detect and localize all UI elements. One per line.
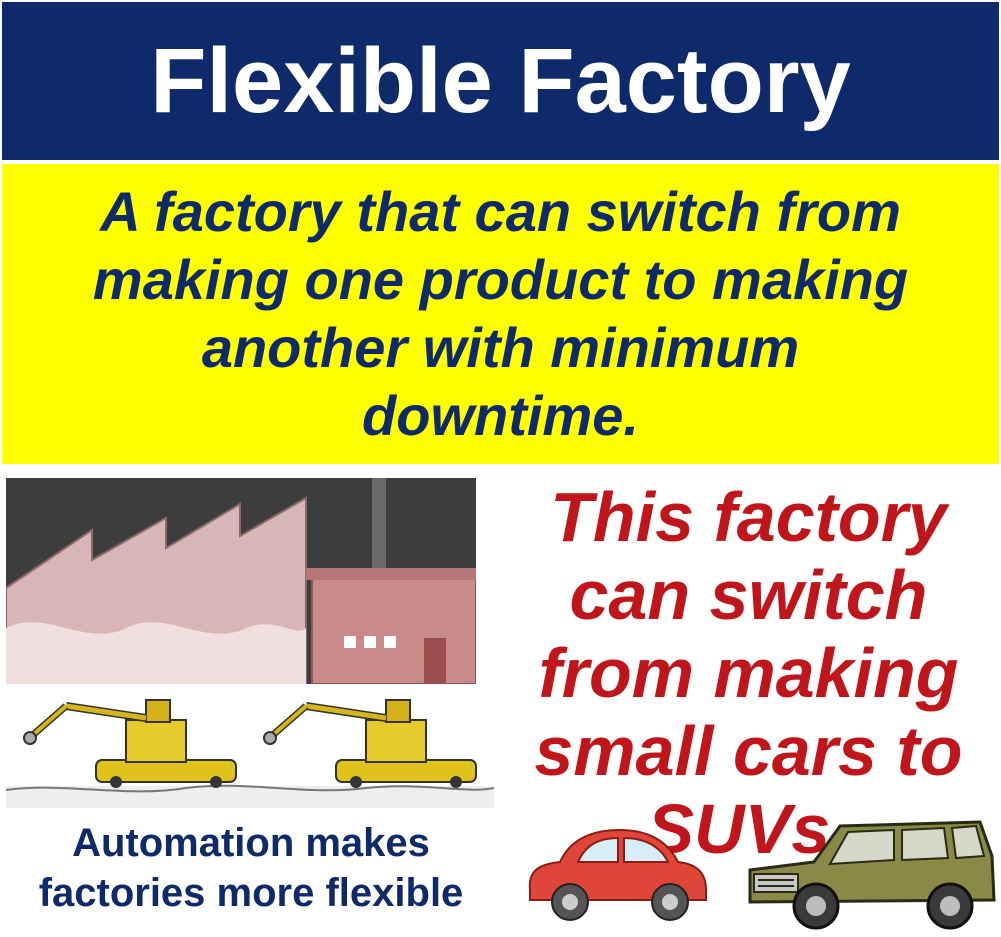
suv-illustration: [748, 820, 996, 930]
robot-left: [23, 699, 237, 788]
title-banner: Flexible Factory: [2, 2, 999, 160]
definition-box: A factory that can switch from making on…: [2, 164, 999, 464]
definition-text: A factory that can switch from making on…: [92, 180, 909, 447]
factory-building-illustration: [6, 478, 476, 684]
assembly-robots-illustration: [6, 690, 494, 808]
page-title: Flexible Factory: [150, 30, 851, 132]
small-red-car-illustration: [528, 828, 707, 921]
robot-right: [263, 699, 477, 788]
factory-claim-text: This factory can switch from making smal…: [534, 478, 963, 868]
automation-caption: Automation makes factories more flexible: [38, 821, 464, 915]
